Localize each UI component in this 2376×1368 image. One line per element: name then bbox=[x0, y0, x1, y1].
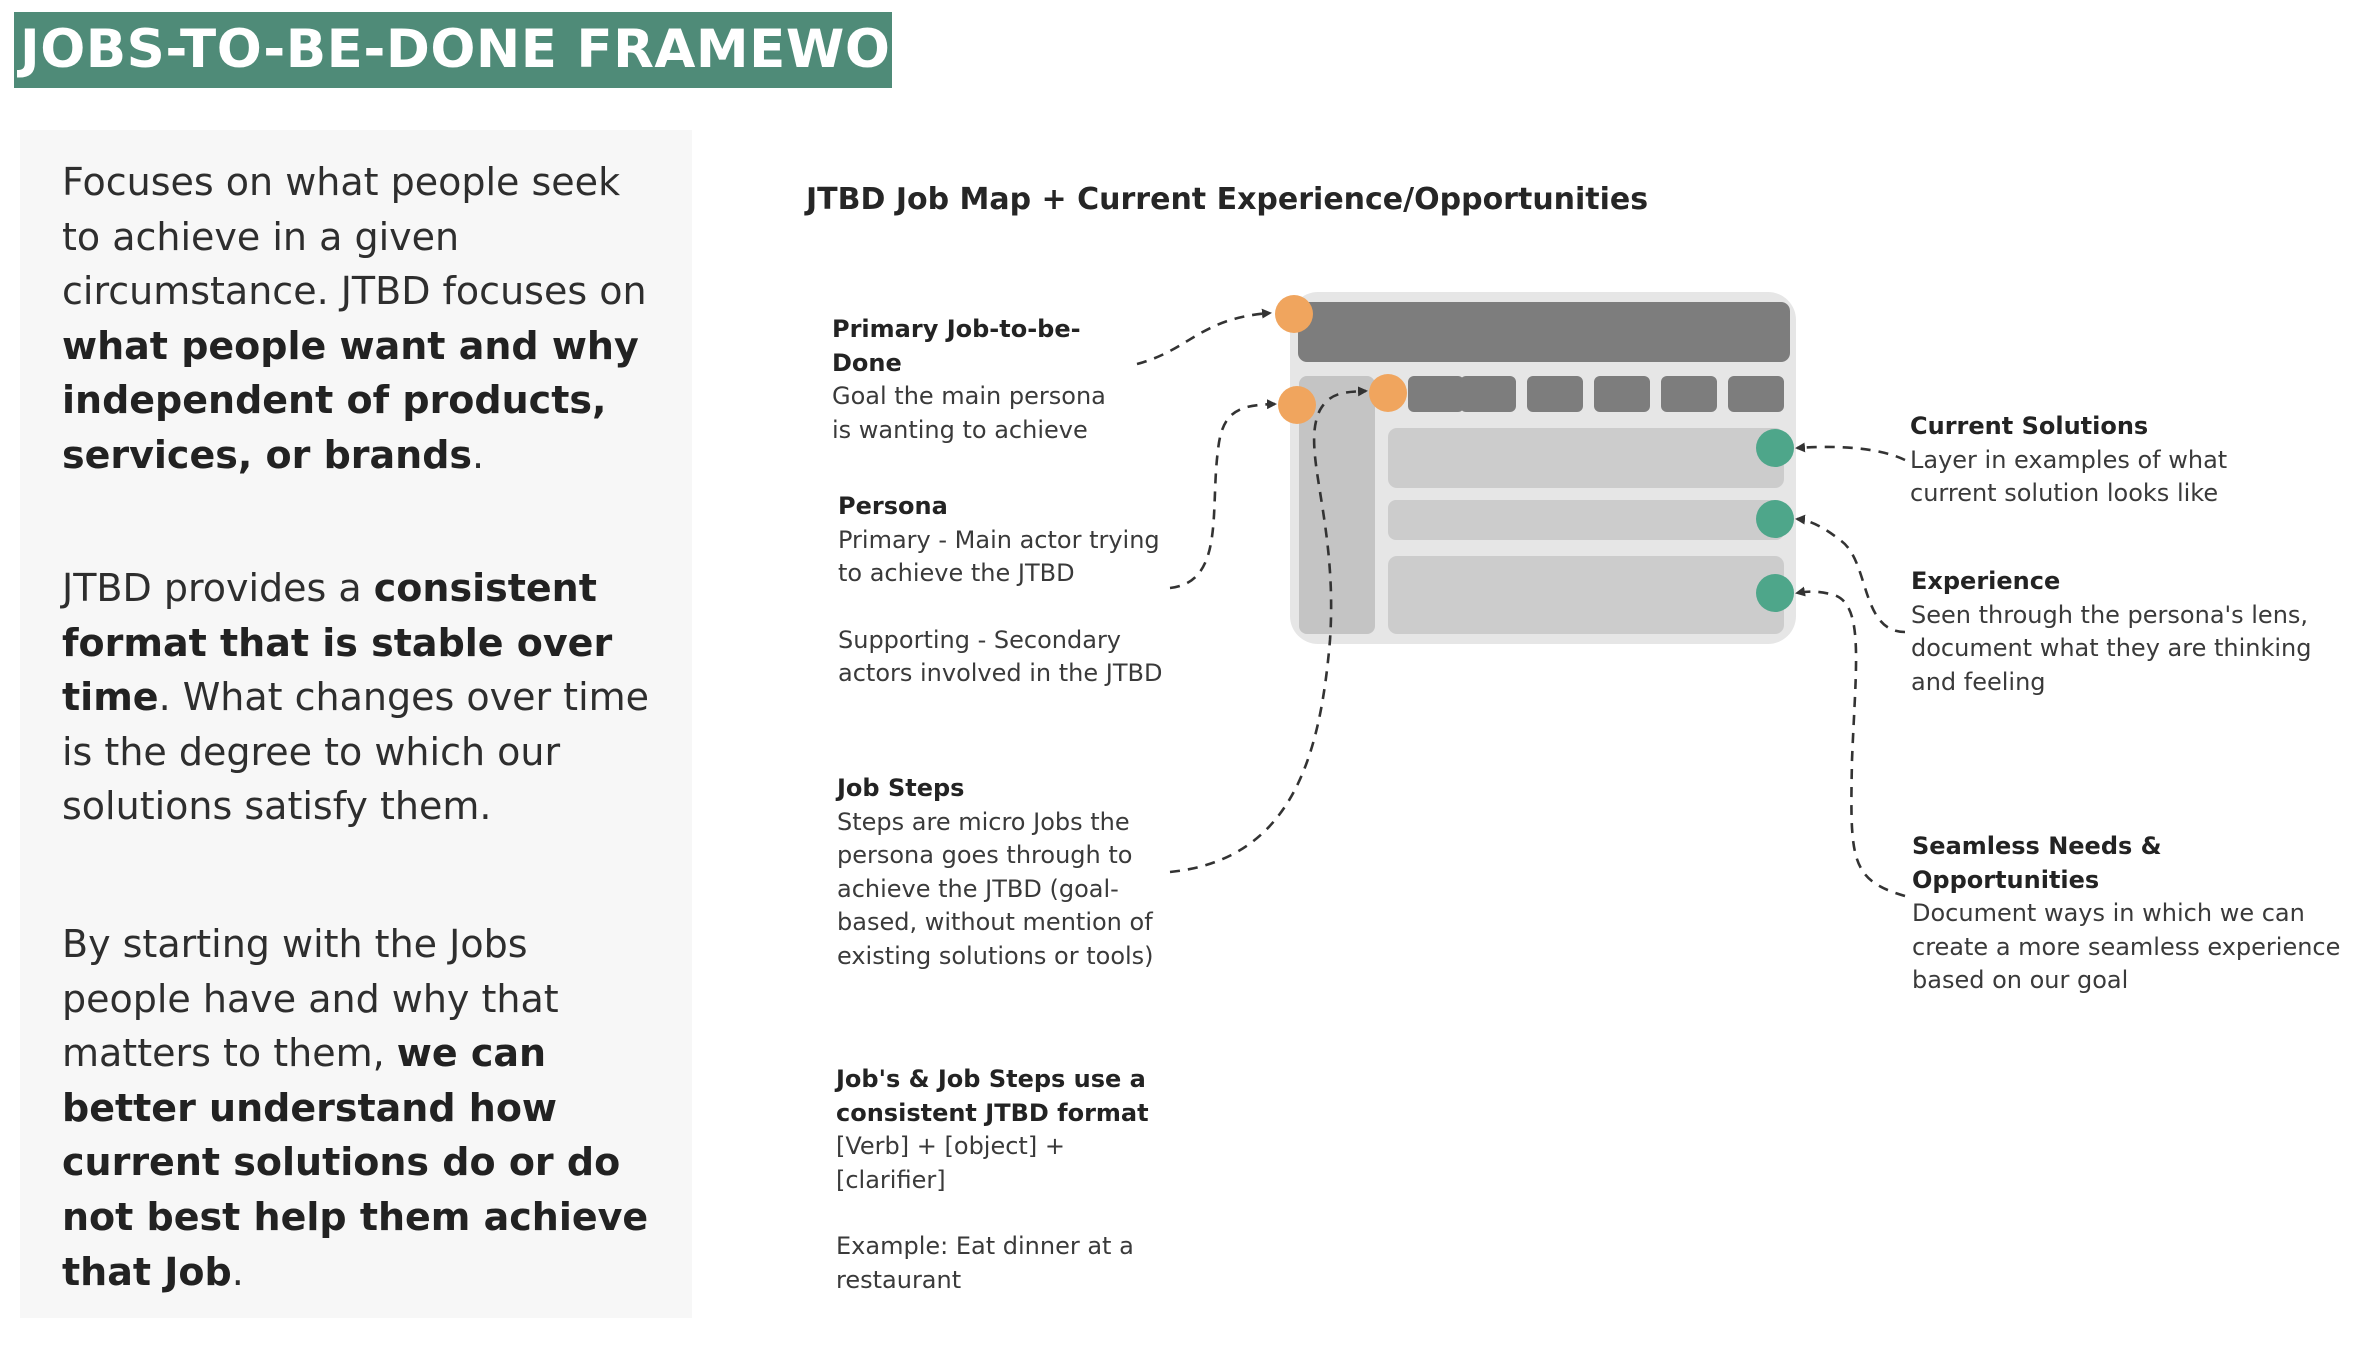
persona-sidebar bbox=[1299, 376, 1375, 634]
persona-marker bbox=[1278, 386, 1316, 424]
annotation-title: Current Solutions bbox=[1910, 412, 2149, 440]
annotation-desc: Seen through the persona's lens, documen… bbox=[1911, 600, 2312, 696]
annotation-experience: Experience Seen through the persona's le… bbox=[1911, 565, 2321, 699]
title-banner: JOBS-TO-BE-DONE FRAMEWORK bbox=[14, 12, 973, 88]
connector-current-solutions bbox=[1795, 442, 1906, 462]
job-step-chip bbox=[1460, 376, 1516, 412]
job-steps-marker bbox=[1369, 374, 1407, 412]
annotation-format: Job's & Job Steps use a consistent JTBD … bbox=[836, 1063, 1166, 1297]
annotation-primary-job: Primary Job-to-be-Done Goal the main per… bbox=[832, 313, 1132, 447]
intro-p3-emphasis: we can better understand how current sol… bbox=[62, 1031, 649, 1294]
intro-p3-end: . bbox=[231, 1249, 244, 1294]
intro-p1-end: . bbox=[472, 432, 485, 477]
annotation-title: Persona bbox=[838, 492, 948, 520]
connector-seamless bbox=[1795, 586, 1906, 898]
intro-panel: Focuses on what people seek to achieve i… bbox=[20, 130, 692, 1318]
experience-marker bbox=[1756, 500, 1794, 538]
connector-primary-job bbox=[1136, 308, 1272, 366]
annotation-title: Primary Job-to-be-Done bbox=[832, 315, 1081, 377]
seamless-marker bbox=[1756, 574, 1794, 612]
experience-row bbox=[1388, 500, 1784, 540]
connector-job-steps bbox=[1169, 386, 1368, 874]
annotation-seamless: Seamless Needs & Opportunities Document … bbox=[1912, 830, 2342, 998]
connector-persona bbox=[1169, 399, 1277, 590]
intro-p1-text: Focuses on what people seek to achieve i… bbox=[62, 160, 647, 314]
intro-paragraph-1: Focuses on what people seek to achieve i… bbox=[62, 155, 662, 483]
annotation-desc: [Verb] + [object] + [clarifier] bbox=[836, 1132, 1065, 1194]
annotation-desc: Document ways in which we can create a m… bbox=[1912, 899, 2341, 994]
intro-p2-text: JTBD provides a bbox=[62, 566, 374, 610]
diagram-heading: JTBD Job Map + Current Experience/Opport… bbox=[806, 182, 1649, 217]
intro-paragraph-3: By starting with the Jobs people have an… bbox=[62, 917, 662, 1299]
intro-p2-end: . What changes over time is the degree t… bbox=[62, 675, 650, 829]
annotation-desc: Steps are micro Jobs the persona goes th… bbox=[837, 807, 1154, 970]
intro-p3-text: By starting with the Jobs people have an… bbox=[62, 922, 559, 1076]
job-step-chip bbox=[1728, 376, 1784, 412]
annotation-desc: Goal the main persona is wanting to achi… bbox=[832, 382, 1106, 444]
annotation-persona: Persona Primary - Main actor trying to a… bbox=[838, 490, 1168, 691]
annotation-title: Seamless Needs & Opportunities bbox=[1912, 832, 2162, 894]
intro-p1-emphasis: what people want and why independent of … bbox=[62, 323, 639, 477]
page-title: JOBS-TO-BE-DONE FRAMEWORK bbox=[20, 19, 974, 80]
annotation-desc: Primary - Main actor trying to achieve t… bbox=[838, 525, 1160, 588]
primary-job-bar bbox=[1298, 302, 1790, 362]
intro-p2-emphasis: consistent format that is stable over ti… bbox=[62, 566, 613, 720]
annotation-current-solutions: Current Solutions Layer in examples of w… bbox=[1910, 410, 2320, 511]
primary-job-marker bbox=[1275, 295, 1313, 333]
annotation-desc: Example: Eat dinner at a restaurant bbox=[836, 1232, 1134, 1294]
opportunities-row bbox=[1388, 556, 1784, 634]
annotation-title: Experience bbox=[1911, 567, 2061, 595]
job-step-chip bbox=[1661, 376, 1717, 412]
job-step-chip bbox=[1594, 376, 1650, 412]
job-step-chip bbox=[1408, 376, 1464, 412]
current-solutions-marker bbox=[1756, 429, 1794, 467]
current-solutions-row bbox=[1388, 428, 1784, 488]
job-step-chip bbox=[1527, 376, 1583, 412]
annotation-desc: Layer in examples of what current soluti… bbox=[1910, 445, 2228, 508]
intro-paragraph-2: JTBD provides a consistent format that i… bbox=[62, 561, 662, 834]
annotation-job-steps: Job Steps Steps are micro Jobs the perso… bbox=[837, 772, 1155, 973]
annotation-title: Job's & Job Steps use a consistent JTBD … bbox=[836, 1065, 1149, 1127]
annotation-title: Job Steps bbox=[837, 774, 965, 802]
connector-experience bbox=[1795, 514, 1906, 634]
annotation-desc: Supporting - Secondary actors involved i… bbox=[838, 625, 1163, 688]
